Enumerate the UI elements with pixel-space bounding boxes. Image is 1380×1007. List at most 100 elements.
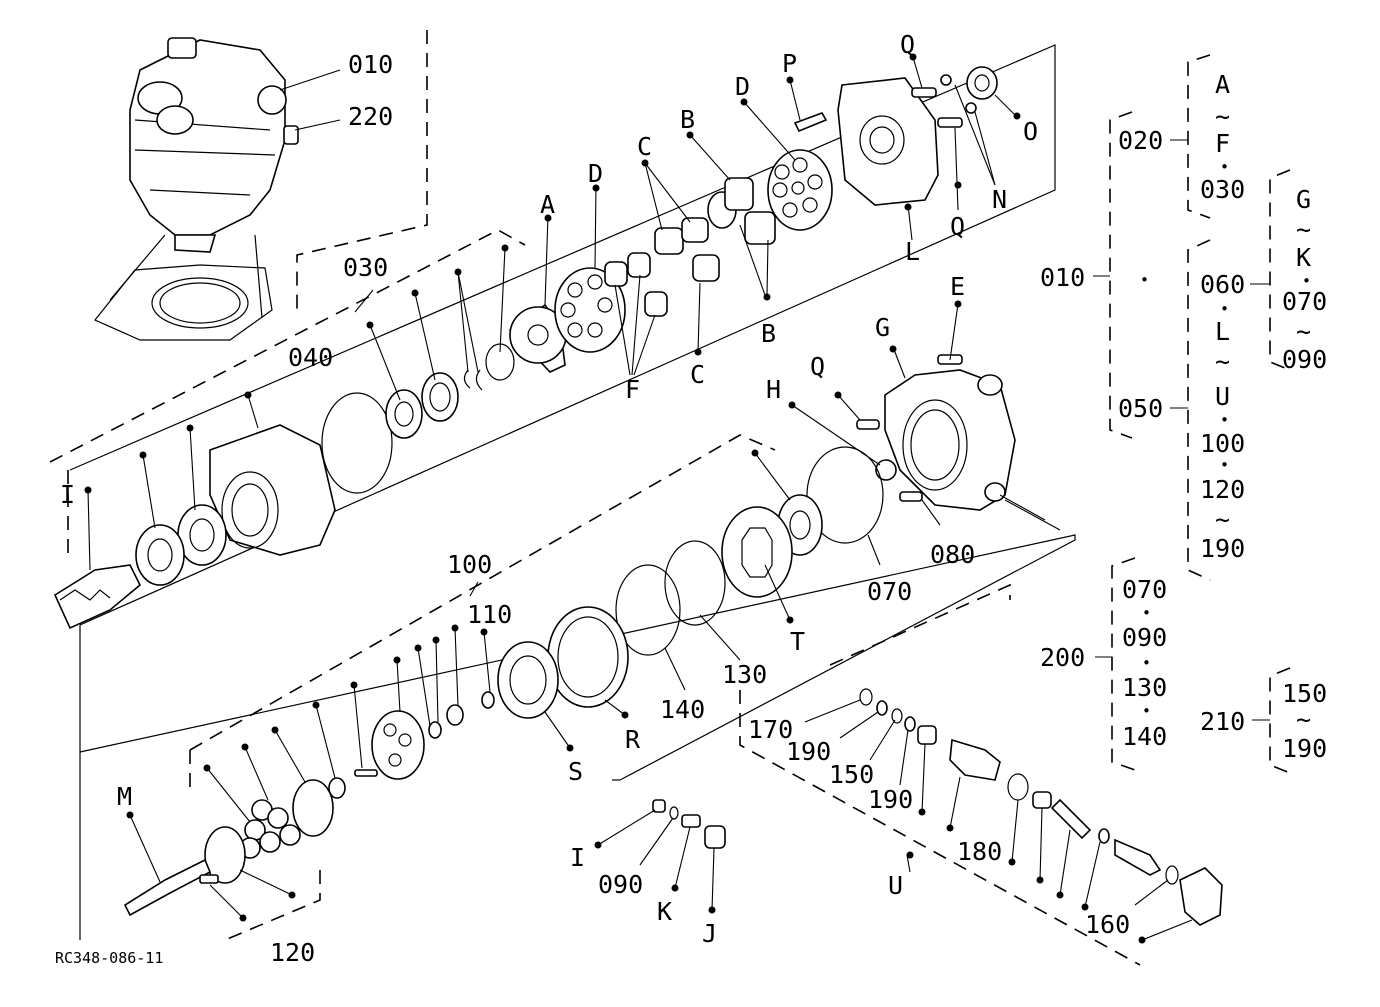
- label-b-2: B: [761, 319, 776, 348]
- label-180: 180: [957, 837, 1002, 866]
- legend-210-code: 210: [1200, 707, 1245, 736]
- outline-u-top: [829, 583, 1011, 666]
- label-j: J: [702, 919, 717, 948]
- label-f: F: [625, 375, 640, 404]
- legend-010-dot: •: [1140, 271, 1149, 289]
- label-a: A: [540, 190, 555, 219]
- cylinder-block: [239, 799, 301, 859]
- legend-050-item-5: 190: [1200, 534, 1245, 563]
- legend-020-tilde: ~: [1215, 102, 1230, 131]
- label-g: G: [875, 313, 890, 342]
- label-080: 080: [930, 540, 975, 569]
- legend-g-to: 090: [1282, 345, 1327, 374]
- bracket-200: [1111, 557, 1136, 771]
- label-q-1: Q: [900, 30, 915, 59]
- legend-210-from: 150: [1282, 679, 1327, 708]
- label-190-b: 190: [868, 785, 913, 814]
- legend-050-item-3: 100: [1200, 429, 1245, 458]
- legend-g-tilde-1: ~: [1296, 317, 1311, 346]
- label-170: 170: [748, 715, 793, 744]
- assembly-legend: 020 A ~ F • 030 010 • 050 060 • L ~ U • …: [1040, 54, 1327, 774]
- label-c-2: C: [690, 360, 705, 389]
- label-k: K: [657, 897, 672, 926]
- callout-labels: 010 220 030 040 A D C B D P Q O N Q L F …: [55, 30, 1130, 967]
- legend-g-mid: K: [1296, 243, 1311, 272]
- legend-200-dot-2: •: [1142, 702, 1151, 720]
- motor-assembly-010: [94, 37, 299, 341]
- label-010: 010: [348, 50, 393, 79]
- label-q-2: Q: [950, 212, 965, 241]
- label-090: 090: [598, 870, 643, 899]
- label-150: 150: [829, 760, 874, 789]
- legend-200-item-0: 070: [1122, 575, 1167, 604]
- legend-g-dot: •: [1302, 272, 1311, 290]
- legend-050-dot-2: •: [1220, 456, 1229, 474]
- legend-050-dot-1: •: [1220, 411, 1229, 429]
- diagram-id: RC348-086-11: [55, 949, 163, 967]
- legend-020-dot: •: [1220, 158, 1229, 176]
- legend-200-item-1: 090: [1122, 623, 1167, 652]
- label-c-1: C: [637, 132, 652, 161]
- label-o: O: [1023, 117, 1038, 146]
- legend-200-item-3: 140: [1122, 722, 1167, 751]
- label-070: 070: [867, 577, 912, 606]
- label-220: 220: [348, 102, 393, 131]
- label-t: T: [790, 627, 805, 656]
- legend-050-item-4: 120: [1200, 475, 1245, 504]
- legend-050-item-1: L: [1215, 317, 1230, 346]
- label-q-3: Q: [810, 352, 825, 381]
- bracket-g-k: [1269, 169, 1291, 371]
- label-s: S: [568, 757, 583, 786]
- legend-200-dot-1: •: [1142, 654, 1151, 672]
- outline-u-left: [739, 690, 1141, 966]
- label-i-2: I: [570, 843, 585, 872]
- label-d-1: D: [588, 159, 603, 188]
- legend-050-tilde-1: ~: [1215, 505, 1230, 534]
- legend-020-top: A: [1215, 70, 1230, 99]
- legend-020-bottom: F: [1215, 129, 1230, 158]
- legend-050-code: 050: [1118, 394, 1163, 423]
- legend-210-tilde: ~: [1296, 705, 1311, 734]
- outline-030-frame: [69, 44, 1056, 626]
- label-i-1: I: [60, 480, 75, 509]
- outline-030-top: [49, 229, 526, 463]
- leader-lines: [84, 53, 1193, 944]
- label-190-a: 190: [786, 737, 831, 766]
- legend-200-dot-0: •: [1142, 604, 1151, 622]
- label-n: N: [992, 185, 1007, 214]
- outline-120-bottom: [224, 870, 321, 941]
- bracket-050: [1187, 239, 1211, 581]
- legend-020-extra: 030: [1200, 175, 1245, 204]
- middle-parts: [123, 506, 793, 917]
- label-h: H: [766, 375, 781, 404]
- label-l: L: [905, 237, 920, 266]
- legend-050-tilde-0: ~: [1215, 347, 1230, 376]
- label-140: 140: [660, 695, 705, 724]
- label-030: 030: [343, 253, 388, 282]
- bracket-210: [1269, 667, 1291, 774]
- valve-parts: [652, 688, 1223, 926]
- legend-g-top: G: [1296, 185, 1311, 214]
- legend-050-item-2: U: [1215, 382, 1230, 411]
- label-e: E: [950, 272, 965, 301]
- bracket-010: [1109, 111, 1133, 439]
- legend-g-tilde-0: ~: [1296, 215, 1311, 244]
- housing-g: [777, 354, 1016, 556]
- label-160: 160: [1085, 910, 1130, 939]
- bracket-020: [1187, 54, 1211, 219]
- legend-010-code: 010: [1040, 263, 1085, 292]
- label-r: R: [625, 725, 641, 754]
- label-130: 130: [722, 660, 767, 689]
- legend-050-item-0: 060: [1200, 270, 1245, 299]
- legend-200-code: 200: [1040, 643, 1085, 672]
- label-120: 120: [270, 938, 315, 967]
- upper-parts: [53, 66, 998, 630]
- outline-120-top: [189, 434, 776, 751]
- legend-210-to: 190: [1282, 734, 1327, 763]
- label-110: 110: [467, 600, 512, 629]
- label-m: M: [117, 782, 132, 811]
- label-100: 100: [447, 550, 492, 579]
- label-p: P: [782, 49, 797, 78]
